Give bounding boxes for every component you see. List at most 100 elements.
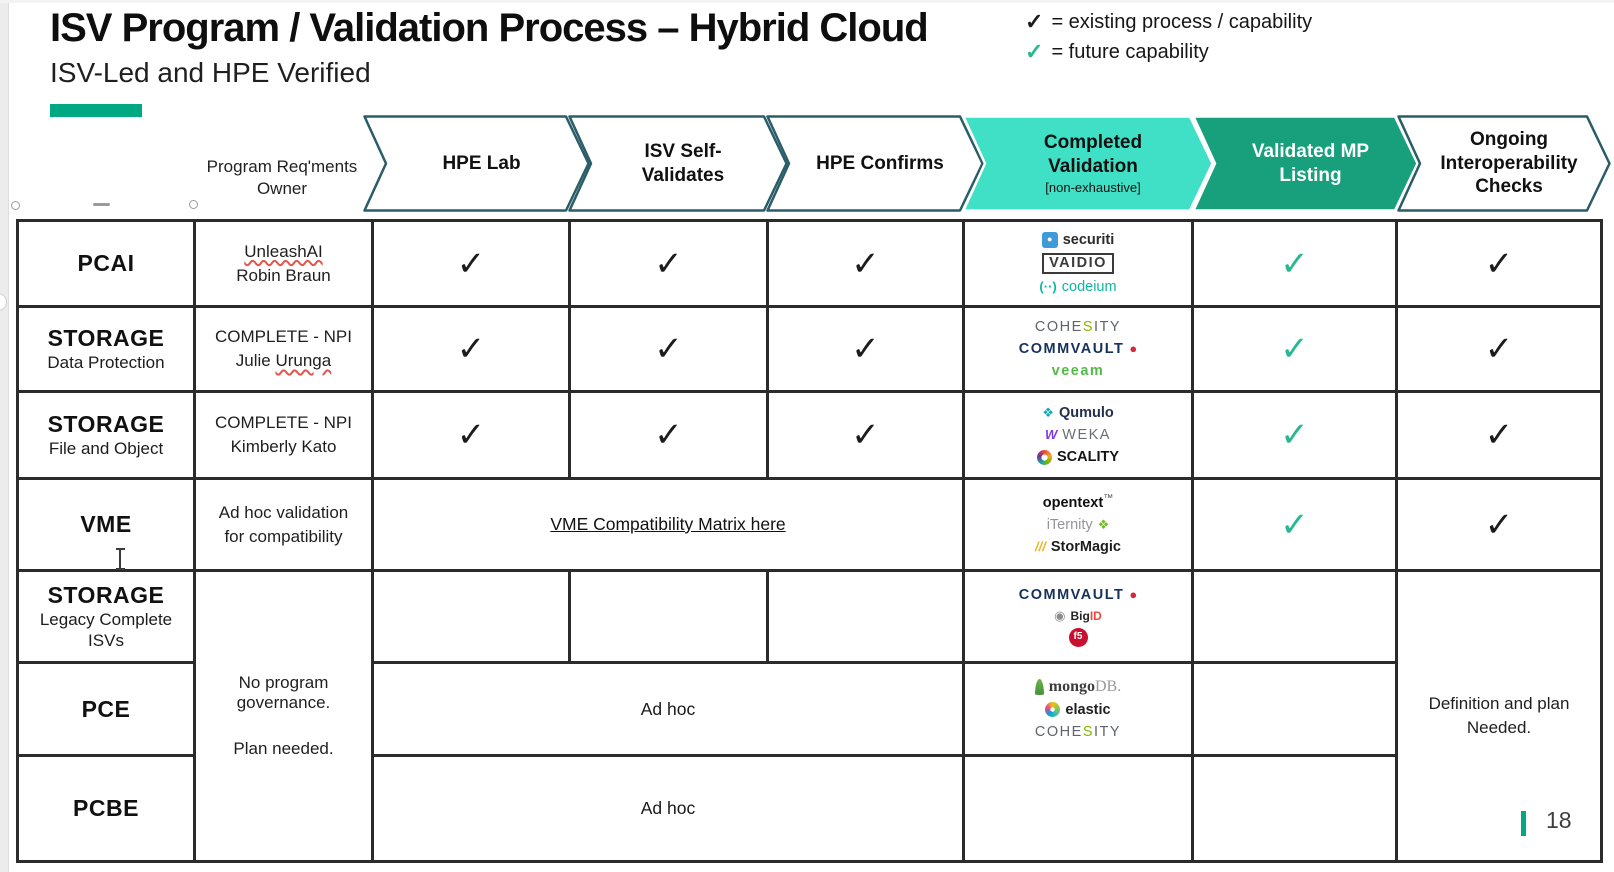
vme-compatibility-link[interactable]: VME Compatibility Matrix here	[550, 514, 786, 534]
check-black-icon: ✓	[654, 330, 683, 368]
empty-cell	[1194, 664, 1395, 754]
text-cursor	[113, 548, 127, 570]
commvault-icon: ●	[1129, 340, 1138, 356]
top-edge-strip	[0, 0, 1614, 3]
row-header-pcbe: PCBE	[19, 757, 193, 860]
iternity-logo: iTernity❖	[1046, 516, 1110, 533]
check-black-icon: ✓	[1484, 244, 1514, 283]
check-green-icon: ✓	[1280, 330, 1309, 368]
f5-logo: f5	[1068, 628, 1088, 648]
row-header-storage-file-object: STORAGE File and Object	[19, 393, 193, 477]
check-cell: ✓	[1398, 480, 1600, 569]
check-cell: ✓	[769, 393, 962, 477]
pce-adhoc-cell: Ad hoc	[374, 664, 962, 754]
validation-table: PCAI STORAGE Data Protection STORAGE Fil…	[16, 219, 1603, 863]
pcbe-adhoc-cell: Ad hoc	[374, 757, 962, 860]
check-black-icon: ✓	[456, 244, 486, 283]
check-cell: ✓	[769, 308, 962, 390]
legend-label: = future capability	[1051, 40, 1209, 63]
empty-cell	[374, 572, 568, 661]
codeium-logo: (··)codeium	[1039, 278, 1117, 295]
cohesity-logo: COHESITY	[1034, 318, 1122, 335]
check-cell: ✓	[769, 222, 962, 305]
stage-label: HPE Confirms	[816, 152, 944, 174]
check-black-icon: ✓	[851, 244, 880, 283]
weka-icon: W	[1045, 426, 1058, 442]
stage-hpe-lab: HPE Lab	[363, 115, 590, 212]
page-subtitle: ISV-Led and HPE Verified	[50, 57, 371, 88]
row-header-pcai: PCAI	[19, 222, 193, 305]
empty-cell	[571, 572, 766, 661]
check-cell: ✓	[1194, 308, 1395, 390]
stage-isv-self-validates: ISV Self-Validates	[568, 115, 788, 212]
check-black-icon: ✓	[1484, 330, 1514, 368]
page-title: ISV Program / Validation Process – Hybri…	[50, 6, 929, 50]
legend-item-existing: ✓ = existing process / capability	[1025, 7, 1312, 37]
securiti-logo: ●securiti	[1041, 231, 1114, 249]
empty-cell	[1194, 757, 1395, 860]
check-black-icon: ✓	[851, 330, 880, 368]
check-black-icon: ✓	[456, 330, 486, 368]
selection-handle	[189, 200, 198, 209]
stage-label: HPE Lab	[442, 152, 521, 174]
stage-label: ISV Self-Validates	[641, 140, 725, 186]
page-number: 18	[1546, 807, 1572, 833]
scality-logo: SCALITY	[1036, 448, 1119, 466]
mongodb-icon	[1034, 678, 1044, 695]
check-cell: ✓	[1194, 393, 1395, 477]
iternity-icon: ❖	[1097, 516, 1110, 532]
check-icon: ✓	[1025, 9, 1044, 34]
commvault-logo: COMMVAULT●	[1018, 340, 1138, 357]
bigid-logo: ◉BigID	[1054, 607, 1102, 623]
codeium-icon: (··)	[1039, 278, 1057, 294]
f5-icon: f5	[1068, 628, 1088, 648]
scality-icon	[1036, 449, 1052, 465]
commvault-logo: COMMVAULT●	[1018, 586, 1138, 603]
check-green-icon: ✓	[1280, 244, 1309, 283]
left-edge-strip	[0, 0, 9, 872]
bigid-icon: ◉	[1054, 607, 1066, 623]
check-black-icon: ✓	[1484, 416, 1514, 454]
legend: ✓ = existing process / capability ✓ = fu…	[1025, 7, 1312, 67]
check-icon: ✓	[1025, 39, 1044, 64]
owner-cell-no-governance: No program governance.Plan needed.	[196, 572, 371, 860]
selection-dash	[93, 203, 110, 206]
check-black-icon: ✓	[1484, 505, 1514, 544]
check-black-icon: ✓	[851, 416, 880, 454]
legend-item-future: ✓ = future capability	[1025, 37, 1312, 67]
check-cell: ✓	[1398, 308, 1600, 390]
page-number-bar	[1521, 811, 1526, 836]
elastic-logo: elastic	[1045, 701, 1111, 719]
check-cell: ✓	[1398, 222, 1600, 305]
opentext-logo: opentext™	[1042, 492, 1114, 511]
empty-cell	[1194, 572, 1395, 661]
check-cell: ✓	[571, 222, 766, 305]
check-green-icon: ✓	[1280, 416, 1309, 454]
hpe-accent-bar	[50, 104, 142, 117]
row-header-pce: PCE	[19, 664, 193, 754]
check-cell: ✓	[571, 308, 766, 390]
check-green-icon: ✓	[1280, 505, 1309, 544]
row-header-storage-legacy: STORAGE Legacy Complete ISVs	[19, 572, 193, 661]
stage-hpe-confirms: HPE Confirms	[766, 115, 984, 212]
cohesity-logo: COHESITY	[1034, 724, 1122, 740]
check-cell: ✓	[374, 308, 568, 390]
logos-cell-storage-legacy: COMMVAULT● ◉BigID f5	[965, 572, 1191, 661]
check-black-icon: ✓	[456, 416, 486, 454]
securiti-icon: ●	[1041, 232, 1058, 249]
empty-cell	[769, 572, 962, 661]
